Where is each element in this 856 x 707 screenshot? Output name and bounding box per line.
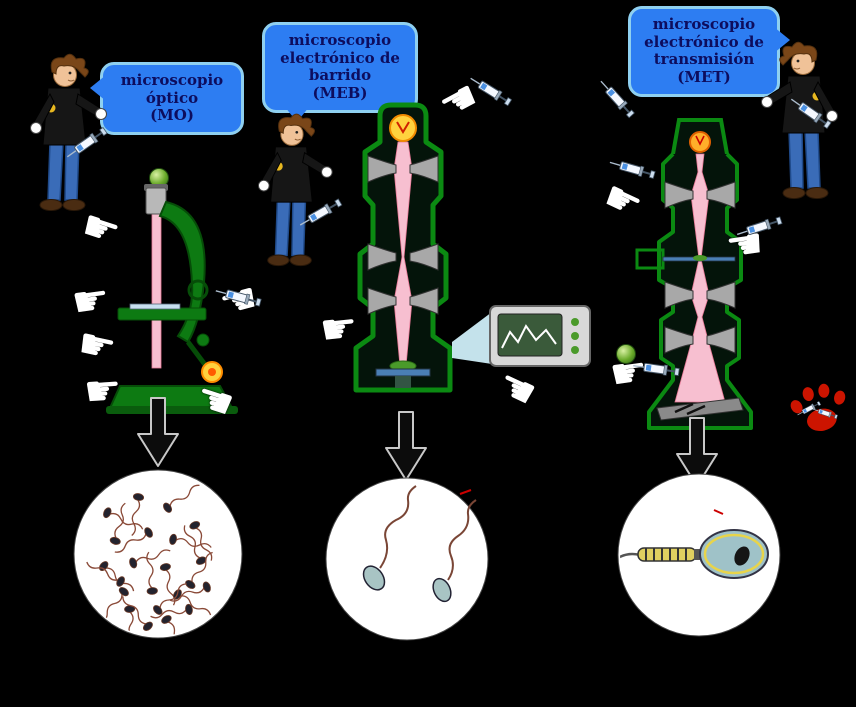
cartoon-scientist-right xyxy=(760,41,839,200)
speech-bubble-meb: microscopio electrónico de barrido (MEB) xyxy=(262,22,418,122)
speech-bubble-met: microscopio electrónico de transmisión (… xyxy=(628,6,790,97)
bubble-met-line-1: microscopio xyxy=(652,15,756,33)
bubble-meb-line-4: (MEB) xyxy=(312,84,368,103)
bubble-meb-line-2: electrónico de xyxy=(280,48,400,67)
pointing-hand-icon: ☛ xyxy=(82,364,124,417)
bubble-met-line-3: transmisión xyxy=(653,50,755,69)
down-arrow-icon xyxy=(385,411,427,481)
bubble-mo-line-1: microscopio xyxy=(120,71,224,89)
optical-microscope-diagram xyxy=(106,184,238,414)
pointing-hand-icon: ☛ xyxy=(73,317,121,374)
bubble-mo-line-2: óptico xyxy=(145,88,199,107)
down-arrow-icon xyxy=(137,397,179,467)
pointing-hand-icon: ☛ xyxy=(68,273,113,328)
mo-specimen-view xyxy=(73,469,243,639)
bubble-mo-line-3: (MO) xyxy=(150,106,194,125)
bubble-met-line-2: electrónico de xyxy=(644,32,764,51)
meb-specimen-view xyxy=(325,477,489,641)
paw-print-icon xyxy=(790,383,846,432)
specimen-ball-icon xyxy=(616,344,636,364)
bubble-meb-line-3: barrido xyxy=(308,66,372,85)
sem-column-diagram xyxy=(353,102,453,393)
met-specimen-view xyxy=(617,473,781,637)
speech-bubble-mo: microscopio óptico (MO) xyxy=(90,62,244,136)
bubble-meb-line-1: microscopio xyxy=(288,31,392,49)
sem-monitor-icon xyxy=(452,305,591,367)
bubble-met-line-4: (MET) xyxy=(677,68,731,87)
tem-column-diagram xyxy=(635,118,753,430)
pointing-hand-icon: ☛ xyxy=(317,302,361,355)
